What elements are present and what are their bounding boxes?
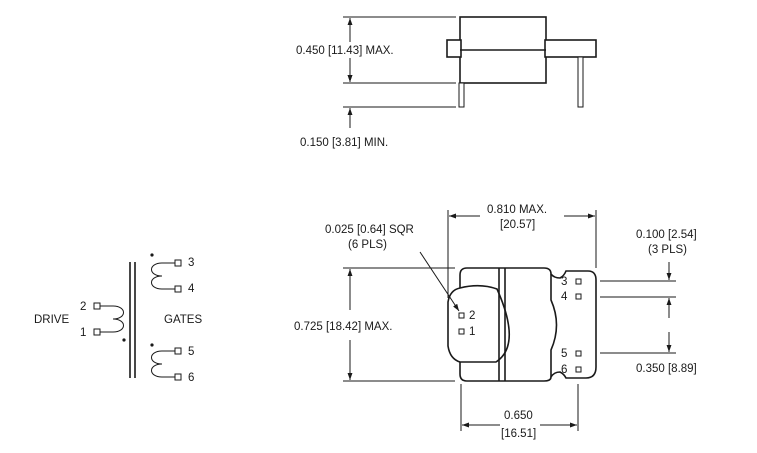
width-metric-label: [20.57] bbox=[500, 219, 535, 231]
pin-2-label: 2 bbox=[80, 301, 86, 313]
top-view-pins: 2 1 3 4 5 6 bbox=[458, 276, 582, 376]
top-pin-1 bbox=[458, 328, 465, 335]
pitch-count-label: (3 PLS) bbox=[648, 244, 687, 256]
top-pin-2-label: 2 bbox=[469, 310, 475, 322]
pin-3-label: 3 bbox=[188, 257, 194, 269]
drive-label: DRIVE bbox=[34, 314, 69, 326]
top-pin-3-label: 3 bbox=[561, 276, 567, 288]
pin-span-label: 0.650 bbox=[504, 410, 533, 422]
top-view-width-dimension: 0.810 MAX. [20.57] bbox=[447, 204, 597, 298]
top-view-bobbin-shape bbox=[447, 284, 511, 363]
primary-winding: 2 1 bbox=[80, 301, 126, 342]
pin-5-terminal bbox=[174, 347, 182, 355]
pin-size-callout: 0.025 [0.64] SQR (6 PLS) bbox=[325, 224, 460, 312]
top-view-body bbox=[447, 267, 597, 382]
pin-3-terminal bbox=[174, 259, 182, 267]
top-view-right-flange bbox=[550, 274, 558, 377]
row-spacing-label: 0.350 [8.89] bbox=[636, 363, 697, 375]
pin-1-label: 1 bbox=[80, 327, 86, 339]
top-view-pitch-dimension: 0.100 [2.54] (3 PLS) 0.350 [8.89] bbox=[600, 229, 697, 375]
side-view-dimension-lines bbox=[343, 16, 456, 128]
top-pin-5 bbox=[575, 350, 582, 357]
secondary-winding-lower: 5 6 bbox=[150, 343, 194, 384]
upper-polarity-dot bbox=[150, 253, 154, 257]
schematic: DRIVE GATES 2 1 3 4 bbox=[34, 253, 202, 384]
side-view-standoff-label: 0.150 [3.81] MIN. bbox=[300, 137, 388, 149]
side-view-height-label: 0.450 [11.43] MAX. bbox=[296, 45, 394, 57]
pin-5-label: 5 bbox=[188, 346, 194, 358]
gates-label: GATES bbox=[164, 314, 202, 326]
pin-4-label: 4 bbox=[188, 283, 195, 295]
pin-size-label: 0.025 [0.64] SQR bbox=[325, 224, 414, 236]
secondary-winding-upper: 3 4 bbox=[150, 253, 195, 295]
side-view-body bbox=[446, 16, 597, 108]
pin-2-terminal bbox=[93, 302, 101, 310]
pin-6-terminal bbox=[174, 373, 182, 381]
side-view-left-lead bbox=[458, 82, 465, 108]
side-view: 0.450 [11.43] MAX. 0.150 [3.81] MIN. bbox=[296, 16, 597, 149]
top-view-pin-span-dimension: 0.650 [16.51] bbox=[460, 384, 579, 440]
lower-polarity-dot bbox=[150, 343, 154, 347]
top-pin-1-label: 1 bbox=[469, 326, 475, 338]
pin-6-label: 6 bbox=[188, 372, 194, 384]
pin-1-terminal bbox=[93, 328, 101, 336]
pitch-label: 0.100 [2.54] bbox=[636, 229, 697, 241]
top-pin-4 bbox=[575, 293, 582, 300]
top-pin-6 bbox=[575, 366, 582, 373]
height-label: 0.725 [18.42] MAX. bbox=[294, 321, 392, 333]
pin-4-terminal bbox=[174, 285, 182, 293]
top-pin-6-label: 6 bbox=[561, 364, 567, 376]
primary-polarity-dot bbox=[122, 338, 126, 342]
top-pin-4-label: 4 bbox=[561, 291, 568, 303]
top-pin-5-label: 5 bbox=[561, 348, 567, 360]
pin-span-metric-label: [16.51] bbox=[501, 428, 536, 440]
width-label: 0.810 MAX. bbox=[487, 204, 547, 216]
pin-size-count-label: (6 PLS) bbox=[348, 239, 387, 251]
side-view-right-lead bbox=[577, 56, 584, 108]
top-pin-3 bbox=[575, 278, 582, 285]
top-view: 2 1 3 4 5 6 0.810 MAX. [20.57] 0.725 [18… bbox=[294, 204, 697, 440]
top-view-height-dimension: 0.725 [18.42] MAX. bbox=[294, 267, 455, 382]
top-pin-2 bbox=[458, 312, 465, 319]
